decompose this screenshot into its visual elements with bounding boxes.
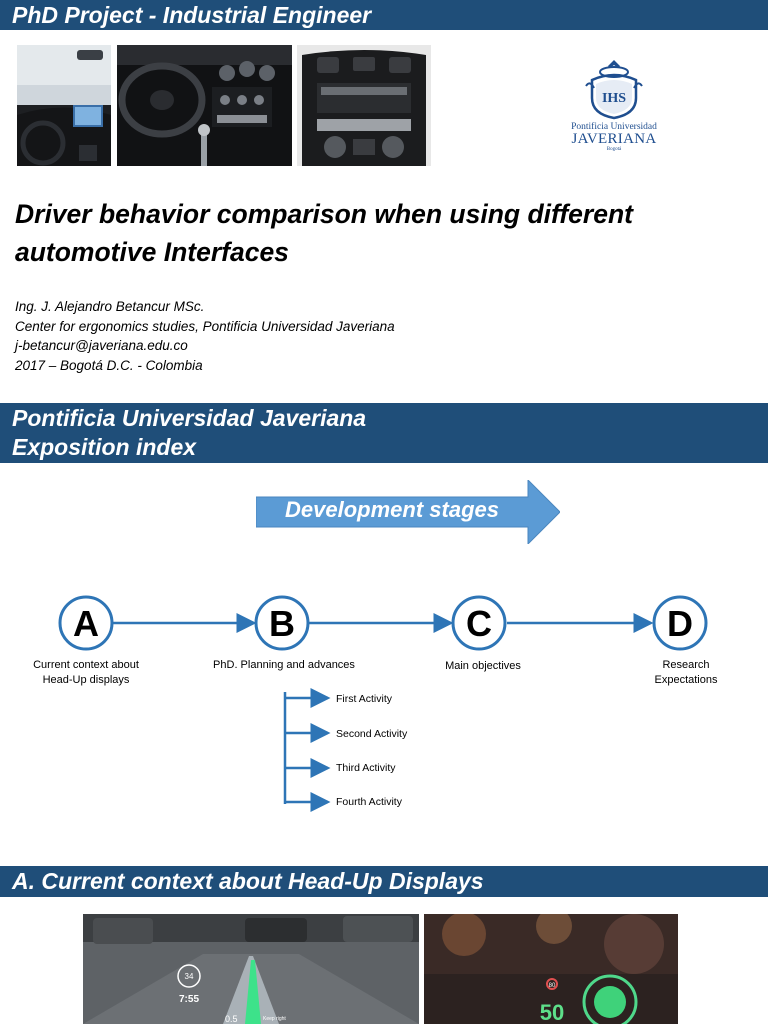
stage-b-label: PhD. Planning and advances [196,658,372,673]
author-date-place: 2017 – Bogotá D.C. - Colombia [15,357,203,373]
hud-speed-photo: 80 50 [424,914,678,1024]
header-title: PhD Project - Industrial Engineer [12,2,372,28]
logo-text-line3: Bogotá [606,147,622,152]
stage-b-circle [254,595,310,651]
stage-d-label: Research Expectations [626,658,746,688]
hud-section-title: A. Current context about Head-Up Display… [12,868,484,894]
photo-caption-placeholder [17,167,167,171]
stage-c-label: Main objectives [424,659,542,674]
stage-d-letter: D [667,603,693,644]
index-header-line2: Exposition index [12,434,197,460]
activity-item-third: Third Activity [336,762,396,774]
author-block: Ing. J. Alejandro Betancur MSc. Center f… [15,297,395,375]
logo-text-line2: JAVERIANA [571,131,657,147]
index-header-line1: Pontificia Universidad Javeriana [12,405,367,431]
hud-hint-text: Keep right [263,1016,286,1022]
stage-c-circle [451,595,507,651]
stage-a-letter: A [73,603,99,644]
stage-a-label: Current context about Head-Up displays [20,658,152,688]
car-console-photo [297,45,431,166]
hud-time-text: 7:55 [179,994,199,1005]
university-logo: IHS Pontificia Universidad JAVERIANA Bog… [566,58,662,168]
presentation-title: Driver behavior comparison when using di… [15,195,755,271]
activity-item-fourth: Fourth Activity [336,796,402,808]
activity-item-first: First Activity [336,693,393,705]
activity-item-second: Second Activity [336,728,408,740]
index-header-bar: Pontificia Universidad Javeriana Exposit… [0,403,768,463]
hud-navigation-photo: 34 7:55 0.5 Keep right [83,914,419,1024]
development-stages-label: Development stages [285,497,499,522]
header-bar: PhD Project - Industrial Engineer [0,0,768,30]
author-email: j-betancur@javeriana.edu.co [15,338,188,353]
hud-speed-small-text: 34 [185,972,194,981]
logo-text-line1: Pontificia Universidad [571,122,657,132]
stage-c-label-line1: Main objectives [445,660,521,672]
sports-car-dashboard-photo [117,45,292,166]
hud-speed-limit-text: 80 [549,983,556,989]
university-crest-icon: IHS [585,60,643,120]
title-line2: automotive Interfaces [15,237,289,267]
stage-d-circle [652,595,708,651]
stage-a-label-line1: Current context about [33,659,139,671]
hud-speed-text: 50 [540,1000,564,1024]
stage-b-label-line1: PhD. Planning and advances [213,659,355,671]
stages-diagram: A B C D [58,595,708,812]
stage-b-letter: B [269,603,295,644]
stage-d-label-line1: Research [662,659,710,671]
hud-distance-text: 0.5 [225,1014,238,1024]
stage-a-label-line2: Head-Up displays [42,674,130,686]
stage-a-circle [58,595,114,651]
stage-d-label-line2: Expectations [654,674,718,686]
development-stages-arrow-icon [256,480,560,544]
author-affiliation: Center for ergonomics studies, Pontifici… [15,318,395,334]
hud-section-header-bar: A. Current context about Head-Up Display… [0,866,768,897]
svg-text:IHS: IHS [602,91,626,106]
car-hud-photo [17,45,111,166]
title-line1: Driver behavior comparison when using di… [15,199,633,229]
stage-c-letter: C [466,603,492,644]
author-name: Ing. J. Alejandro Betancur MSc. [15,299,205,314]
